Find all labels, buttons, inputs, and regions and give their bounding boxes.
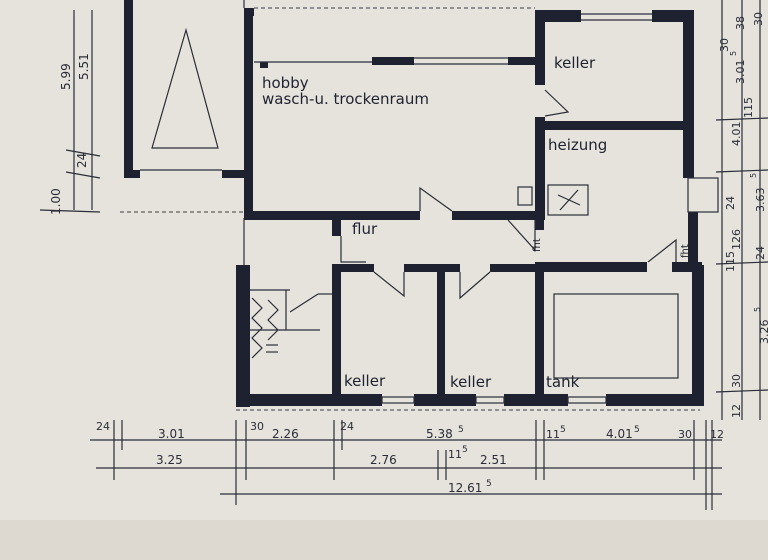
dim-bottom-115b: 11 (448, 448, 462, 461)
dim-right-363-sup: 5 (749, 173, 758, 178)
dim-right-401: 4.01 (730, 122, 743, 147)
bottom-dimension-chain: 24 3.01 30 2.26 24 5.38 5 11 5 4.01 5 30… (90, 420, 724, 510)
triangle-symbol (151, 27, 219, 149)
dim-bottom-total: 12.61 (448, 481, 482, 495)
dim-right-363: 3.63 (754, 188, 767, 213)
dim-bottom-251: 2.51 (480, 453, 507, 467)
dim-right-24a: 24 (724, 196, 737, 210)
dim-right-30b: 30 (752, 12, 765, 26)
paper-edge (0, 520, 768, 560)
dim-right-24b: 24 (754, 246, 767, 260)
dim-left-599: 5.99 (59, 63, 73, 90)
dim-bottom-401: 4.01 (606, 427, 633, 441)
dim-right-115b: 115 (724, 251, 737, 272)
dim-bottom-538-sup: 5 (458, 425, 464, 435)
dim-bottom-301: 3.01 (158, 427, 185, 441)
dim-bottom-30b: 30 (678, 428, 692, 441)
chimney-symbol (547, 184, 589, 216)
dim-right-301-sup: 5 (729, 51, 738, 56)
dim-right-30a: 30 (718, 38, 731, 52)
tank-outline (553, 293, 679, 379)
left-dimension-chain: 5.99 5.51 24 1.00 (39, 10, 101, 215)
dim-bottom-12: 12 (710, 428, 724, 441)
heizung-label: heizung (548, 136, 607, 154)
dim-bottom-24a: 24 (96, 420, 110, 433)
dim-right-326-sup: 5 (753, 307, 762, 312)
dim-bottom-538: 5.38 (426, 427, 453, 441)
dim-bottom-30a: 30 (250, 420, 264, 433)
dim-right-326: 3.26 (758, 320, 768, 345)
right-dimension-chain: 38 30 3.01 5 30 4.01 115 3.63 5 24 126 1… (715, 0, 768, 420)
dim-bottom-401-sup: 5 (634, 425, 640, 435)
dim-right-12: 12 (730, 404, 743, 418)
wasch-trockenraum-label: wasch-u. trockenraum (262, 90, 429, 108)
dim-right-38: 38 (734, 16, 747, 30)
dim-bottom-115b-sup: 5 (462, 445, 468, 455)
walls (124, 0, 704, 407)
dim-left-24: 24 (75, 153, 89, 168)
hobby-label: hobby (262, 74, 309, 92)
keller-left-label: keller (344, 372, 386, 390)
tank-label: tank (546, 373, 580, 391)
dim-left-100: 1.00 (49, 188, 63, 215)
dim-right-115a: 115 (742, 97, 755, 118)
fht-label-2: fht (680, 244, 691, 258)
dim-bottom-325: 3.25 (156, 453, 183, 467)
dim-left-551: 5.51 (77, 53, 91, 80)
keller-top-label: keller (554, 54, 596, 72)
staircase (250, 289, 332, 359)
dim-bottom-226: 2.26 (272, 427, 299, 441)
dim-bottom-115a-sup: 5 (560, 425, 566, 435)
fht-label-1: fht (532, 238, 543, 252)
dim-right-30c: 30 (730, 374, 743, 388)
dim-right-126: 126 (730, 229, 743, 250)
dim-bottom-24b: 24 (340, 420, 354, 433)
keller-mid-label: keller (450, 373, 492, 391)
dim-bottom-276: 2.76 (370, 453, 397, 467)
flur-label: flur (352, 220, 378, 238)
dim-bottom-115a: 11 (546, 428, 560, 441)
dim-right-301: 3.01 (734, 60, 747, 85)
room-labels: hobby wasch-u. trockenraum keller heizun… (262, 54, 691, 391)
dim-bottom-total-sup: 5 (486, 479, 492, 489)
thin-lines (120, 0, 719, 411)
